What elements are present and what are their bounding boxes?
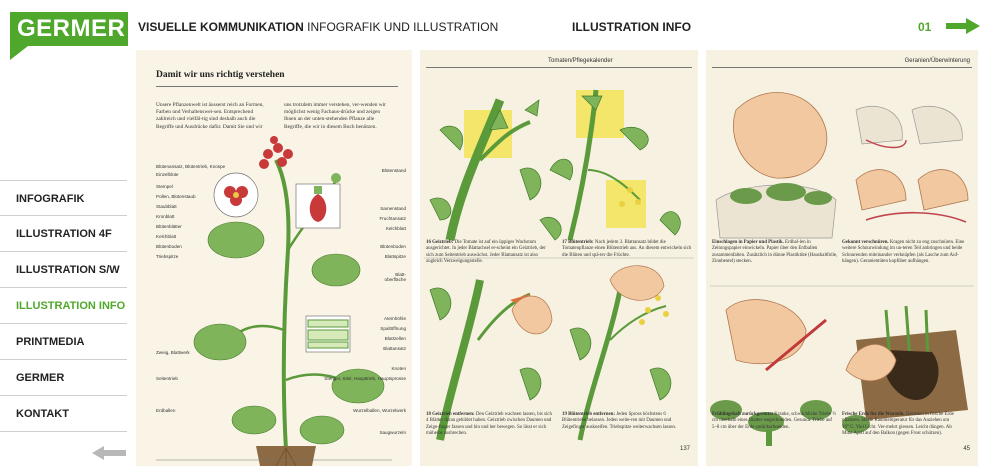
caption-pruning-title: Frühlingshaft zurückgestutzt bbox=[712, 412, 773, 417]
book-page-geranium-wintering: Geranien/Überwinterung bbox=[706, 50, 978, 466]
nav-item-germer[interactable]: GERMER bbox=[0, 360, 127, 396]
label-bluetenblaetter: Blütenblätter bbox=[156, 224, 182, 229]
label-fruchtansatz: Fruchtansatz bbox=[379, 216, 406, 221]
caption-18-num: 18 bbox=[426, 412, 431, 417]
label-stengel: Stengel, Stiel, Haupttrieb, Hauptsprosse bbox=[324, 376, 406, 381]
page2-running-head: Tomaten/Pflegekalender bbox=[548, 58, 613, 64]
back-arrow-icon[interactable] bbox=[92, 446, 126, 460]
page1-intro-right: uns trotzdem immer verstehen, ver-wenden… bbox=[284, 102, 386, 130]
caption-19-num: 19 bbox=[562, 412, 567, 417]
caption-repotting-title: Frische Erde für die Wurzeln. bbox=[842, 412, 905, 417]
caption-18-text: Den Geiztrieb wachsen lassen, bis sich 4… bbox=[426, 412, 552, 436]
page3-head-rule bbox=[712, 67, 972, 68]
page1-title: Damit wir uns richtig verstehen bbox=[156, 70, 285, 80]
germer-logo[interactable]: GERMER bbox=[10, 12, 128, 46]
label-kelchblatt-left: Kelchblatt bbox=[156, 234, 177, 239]
label-atemhoehle: Atemhöhle bbox=[384, 316, 406, 321]
plant-anatomy-drawing bbox=[156, 136, 392, 466]
caption-16-num: 16 bbox=[426, 240, 431, 245]
label-blattzellen: Blattzellen bbox=[384, 336, 406, 341]
caption-tying-text: Kragen nicht zu eng zuschnüren. Eine wei… bbox=[842, 240, 965, 264]
caption-wrapping-text: Erdbal-len in Zeitungspapier einwickeln.… bbox=[712, 240, 838, 264]
main-nav: INFOGRAFIK ILLUSTRATION 4F ILLUSTRATION … bbox=[0, 180, 127, 432]
label-blattspitze: Blattspitze bbox=[384, 254, 406, 259]
logo-speech-tail bbox=[10, 46, 28, 60]
caption-17: 17 Blütentrieb: Nach jedem 3. Blattansat… bbox=[562, 240, 692, 259]
nav-item-infografik[interactable]: INFOGRAFIK bbox=[0, 180, 127, 216]
page1-intro-left: Unsere Pflanzenwelt ist äusserst reich a… bbox=[156, 102, 264, 130]
caption-tying: Gekonnt verschnüren. Kragen nicht zu eng… bbox=[842, 240, 972, 265]
label-einzelbluete: Einzelblüte bbox=[156, 172, 179, 177]
label-stempel: Stempel bbox=[156, 184, 173, 189]
caption-tying-title: Gekonnt verschnüren. bbox=[842, 240, 889, 245]
nav-item-illustration-info[interactable]: ILLUSTRATION INFO bbox=[0, 288, 127, 324]
caption-wrapping: Einschlagen in Papier und Plastik. Erdba… bbox=[712, 240, 838, 265]
page2-head-rule bbox=[426, 67, 692, 68]
label-saugwurzeln: Saugwurzeln bbox=[379, 430, 406, 435]
caption-17-text: Nach jedem 3. Blattansatz bildet die Tom… bbox=[562, 240, 692, 258]
caption-18-title: Geiztrieb entfernen: bbox=[432, 412, 475, 417]
caption-wrapping-title: Einschlagen in Papier und Plastik. bbox=[712, 240, 784, 245]
label-kronblatt: Kronblatt bbox=[156, 214, 175, 219]
caption-16-title: Geiztrieb: bbox=[432, 240, 454, 245]
label-erdballen: Erdballen bbox=[156, 408, 176, 413]
caption-16-text: Die Tomate ist auf ein üppiges Wachstum … bbox=[426, 240, 546, 264]
label-samenstand: Samenstand bbox=[380, 206, 406, 211]
page2-number: 137 bbox=[679, 446, 690, 452]
label-wurzelballen: Wurzelballen, Wurzelwerk bbox=[353, 408, 406, 413]
caption-17-num: 17 bbox=[562, 240, 567, 245]
nav-item-kontakt[interactable]: KONTAKT bbox=[0, 396, 127, 432]
label-bluetenansatz: Blütenansatz, Blütentrieb, Knospe bbox=[156, 164, 226, 169]
label-staubblatt: Staubblatt bbox=[156, 204, 177, 209]
label-spaltoeffnung: Spaltöffnung bbox=[380, 326, 406, 331]
site-title: VISUELLE KOMMUNIKATION INFOGRAFIK UND IL… bbox=[138, 20, 498, 34]
caption-repotting: Frische Erde für die Wurzeln. Geranien i… bbox=[842, 412, 954, 437]
caption-pruning-text: Kranke, schwächliche Triebe ½ cm oberhal… bbox=[712, 412, 837, 430]
label-zweig: Zweig, Blattwerk bbox=[156, 350, 190, 355]
caption-repotting-text: Geranien in frische Erde pflanzen. Ideal… bbox=[842, 412, 954, 436]
caption-16: 16 Geiztrieb: Die Tomate ist auf ein üpp… bbox=[426, 240, 554, 265]
section-title: ILLUSTRATION INFO bbox=[572, 20, 692, 34]
next-arrow-icon[interactable] bbox=[946, 18, 980, 34]
nav-item-illustration-4f[interactable]: ILLUSTRATION 4F bbox=[0, 216, 127, 252]
title-rule bbox=[156, 86, 398, 87]
logo-text: GERMER bbox=[17, 15, 126, 42]
page-counter: 01 bbox=[918, 20, 932, 34]
caption-17-title: Blütentrieb: bbox=[568, 240, 594, 245]
label-triebspitze: Triebspitze bbox=[156, 254, 179, 259]
book-page-plant-anatomy: Damit wir uns richtig verstehen Unsere P… bbox=[136, 50, 412, 466]
site-title-bold: VISUELLE KOMMUNIKATION bbox=[138, 20, 304, 34]
tomato-illustrations bbox=[424, 89, 694, 441]
site-title-rest: INFOGRAFIK UND ILLUSTRATION bbox=[307, 20, 499, 34]
label-bluetenboden-left: Blütenboden bbox=[156, 244, 182, 249]
caption-19-text: Jeden Spross höchstens 6 Blütentriebe be… bbox=[562, 412, 677, 430]
label-kelchblatt-right: Kelchblatt bbox=[385, 226, 406, 231]
geranium-illustrations bbox=[710, 92, 974, 446]
nav-item-printmedia[interactable]: PRINTMEDIA bbox=[0, 324, 127, 360]
label-knoten: Knoten bbox=[391, 366, 406, 371]
caption-18: 18 Geiztrieb entfernen: Den Geiztrieb wa… bbox=[426, 412, 554, 437]
label-blattansatz: Blattansatz bbox=[383, 346, 406, 351]
book-page-tomato-care: Tomaten/Pflegekalender bbox=[420, 50, 698, 466]
label-bluetenstand: Blütenstand bbox=[381, 168, 406, 173]
nav-item-illustration-sw[interactable]: ILLUSTRATION S/W bbox=[0, 252, 127, 288]
page3-number: 45 bbox=[963, 446, 970, 452]
caption-19-title: Blütentrieb entfernen: bbox=[568, 412, 615, 417]
label-pollen: Pollen, Blütenstaub bbox=[156, 194, 196, 199]
label-blattoberflaeche: Blatt-oberfläche bbox=[384, 272, 406, 282]
page3-running-head: Geranien/Überwinterung bbox=[904, 58, 970, 64]
label-bluetenboden-right: Blütenboden bbox=[380, 244, 406, 249]
caption-pruning: Frühlingshaft zurückgestutzt Kranke, sch… bbox=[712, 412, 838, 431]
label-seitentrieb: Seitentrieb bbox=[156, 376, 178, 381]
caption-19: 19 Blütentrieb entfernen: Jeden Spross h… bbox=[562, 412, 680, 431]
